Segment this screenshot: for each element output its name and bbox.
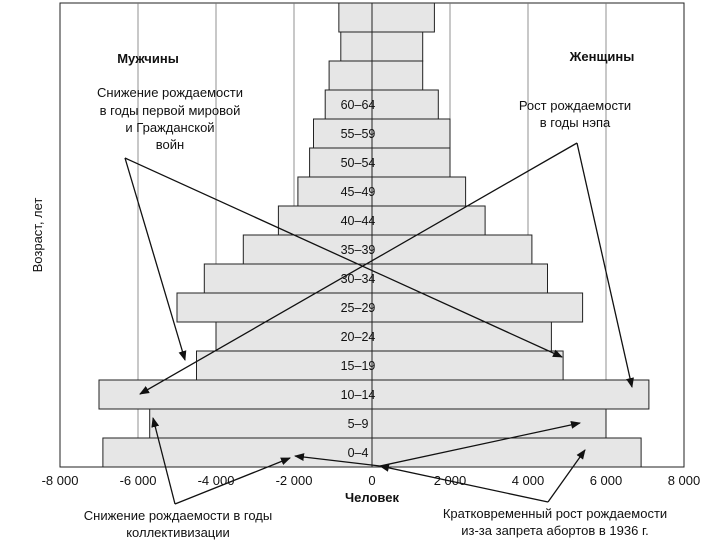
bar-female-50–54: [371, 147, 451, 178]
age-label: 30–34: [341, 272, 376, 286]
x-tick-label: -8 000: [42, 473, 79, 488]
bar-female-15–19: [371, 350, 564, 381]
bar-male-55–59: [313, 118, 373, 149]
age-label: 15–19: [341, 359, 376, 373]
annotation-1936: Кратковременный рост рождаемости из-за з…: [443, 506, 667, 538]
bar-female-0–4: [371, 437, 642, 468]
age-label: 20–24: [341, 330, 376, 344]
age-label: 5–9: [348, 417, 369, 431]
annotation-collect-line-2: коллективизации: [126, 525, 230, 540]
bar-female-5–9: [371, 408, 607, 439]
bar-male-45–49: [297, 176, 373, 207]
x-tick-label: -4 000: [198, 473, 235, 488]
arrow-collect-to-men-5-9: [151, 417, 176, 505]
x-tick-label: -6 000: [120, 473, 157, 488]
arrow-ww1-to-women: [124, 157, 563, 358]
y-axis-title: Возраст, лет: [30, 198, 45, 273]
x-tick-label: 8 000: [668, 473, 701, 488]
bar-female-40–44: [371, 205, 486, 236]
arrow-ww1-to-men: [124, 157, 187, 361]
bar-male-row-15: [338, 2, 373, 33]
bar-male-20–24: [215, 321, 373, 352]
bar-female-10–14: [371, 379, 650, 410]
annotation-ww1-line-1: Снижение рождаемости: [97, 85, 243, 100]
annotation-ww1-line-2: в годы первой мировой: [100, 103, 241, 118]
age-label: 35–39: [341, 243, 376, 257]
bar-female-20–24: [371, 321, 552, 352]
arrow-1936-to-women-5-9: [379, 463, 549, 503]
annotation-nep-line-1: Рост рождаемости: [519, 98, 631, 113]
annotation-arrows: [124, 142, 634, 505]
arrow-1936-to-women-0-4: [547, 449, 586, 503]
bar-female-25–29: [371, 292, 584, 323]
annotation-1936-line-1: Кратковременный рост рождаемости: [443, 506, 667, 521]
annotation-1936-line-2: из-за запрета абортов в 1936 г.: [461, 523, 648, 538]
bar-male-60–64: [324, 89, 373, 120]
x-tick-label: -2 000: [276, 473, 313, 488]
bar-female-35–39: [371, 234, 533, 265]
bar-female-row-13: [371, 60, 424, 91]
bar-female-55–59: [371, 118, 451, 149]
bar-female-30–34: [371, 263, 548, 294]
annotation-ww1: Снижение рождаемости в годы первой миров…: [97, 85, 243, 152]
men-title: Мужчины: [117, 51, 179, 66]
bar-female-row-15: [371, 2, 435, 33]
arrow-collect-to-men-0-4: [174, 457, 291, 505]
x-tick-label: 6 000: [590, 473, 623, 488]
annotation-nep: Рост рождаемости в годы нэпа: [519, 98, 631, 130]
annotation-nep-line-2: в годы нэпа: [540, 115, 611, 130]
annotation-collectivization: Снижение рождаемости в годы коллективиза…: [84, 508, 272, 540]
age-label: 25–29: [341, 301, 376, 315]
bar-male-10–14: [98, 379, 373, 410]
age-label: 40–44: [341, 214, 376, 228]
arrow-nep-to-men: [139, 142, 578, 395]
bar-male-row-14: [340, 31, 373, 62]
age-group-labels: 0–4 5–9 10–14 15–19 20–24 25–29 30–34 35–39 40–4…: [341, 98, 376, 460]
bar-male-0–4: [102, 437, 373, 468]
arrow-1936-to-men-0-4: [294, 453, 381, 467]
age-label: 50–54: [341, 156, 376, 170]
annotation-collect-line-1: Снижение рождаемости в годы: [84, 508, 272, 523]
age-label: 45–49: [341, 185, 376, 199]
age-label: 60–64: [341, 98, 376, 112]
annotation-ww1-line-3: и Гражданской: [125, 120, 214, 135]
age-label: 0–4: [348, 446, 369, 460]
bar-female-60–64: [371, 89, 439, 120]
age-label: 10–14: [341, 388, 376, 402]
annotation-ww1-line-4: войн: [156, 137, 184, 152]
women-title: Женщины: [569, 49, 635, 64]
x-tick-label: 4 000: [512, 473, 545, 488]
bar-female-row-14: [371, 31, 424, 62]
bar-female-45–49: [371, 176, 467, 207]
bar-male-15–19: [196, 350, 373, 381]
bar-male-5–9: [149, 408, 373, 439]
arrow-1936-to-women-5-9b: [379, 420, 581, 467]
bars: [98, 2, 650, 468]
x-tick-label: 0: [368, 473, 375, 488]
arrow-nep-to-women: [576, 142, 634, 388]
x-axis-title: Человек: [345, 490, 399, 505]
bar-male-35–39: [242, 234, 373, 265]
age-label: 55–59: [341, 127, 376, 141]
bar-male-row-13: [328, 60, 373, 91]
